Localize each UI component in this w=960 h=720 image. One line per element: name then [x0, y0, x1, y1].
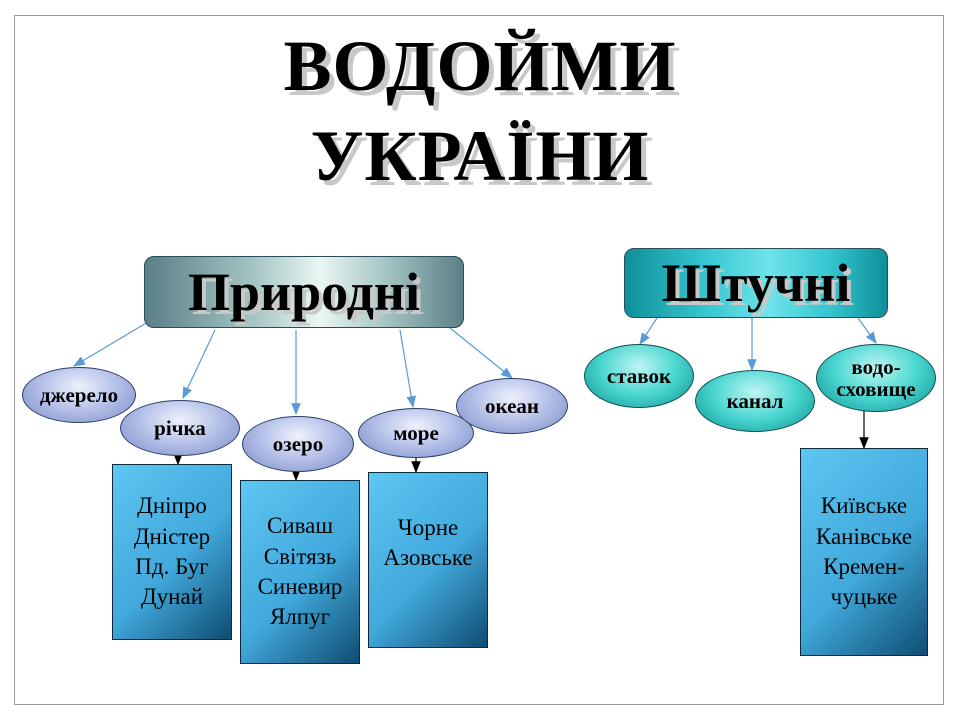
type-sea: море [358, 408, 474, 458]
reservoirs-list: Київське Канівське Кремен- чуцьке [800, 448, 928, 656]
artificial-category-header: Штучні [624, 248, 888, 318]
slide-frame [14, 15, 944, 705]
river-name: Пд. Буг [135, 554, 209, 579]
title-line-2: УКРАЇНИ [310, 116, 650, 196]
type-reservoir: водо- сховище [816, 344, 936, 412]
lakes-list: Сиваш Світязь Синевир Ялпуг [240, 480, 360, 664]
sea-name: Чорне [397, 515, 459, 540]
reservoir-name: чуцьке [830, 584, 898, 610]
title-line-1: ВОДОЙМИ [283, 26, 677, 106]
natural-category-header: Природні [144, 256, 464, 328]
type-canal: канал [695, 370, 815, 432]
type-lake: озеро [242, 416, 354, 472]
river-name: Дунай [140, 584, 203, 610]
river-name: Дніпро [137, 493, 207, 519]
lake-name: Сиваш [266, 513, 334, 539]
reservoir-name: Канівське [815, 523, 913, 549]
lake-name: Ялпуг [269, 604, 331, 630]
type-river: річка [120, 400, 240, 456]
lake-name: Світязь [263, 543, 337, 569]
lake-name: Синевир [257, 574, 343, 599]
rivers-list: Дніпро Дністер Пд. Буг Дунай [112, 464, 232, 640]
reservoir-name: Кремен- [823, 554, 905, 579]
river-name: Дністер [133, 523, 211, 549]
type-pond: ставок [584, 344, 694, 408]
seas-list: Чорне Азовське [368, 472, 488, 648]
reservoir-name: Київське [820, 493, 908, 519]
type-spring: джерело [22, 367, 136, 423]
type-ocean: океан [456, 378, 568, 434]
sea-name: Азовське [383, 545, 473, 571]
